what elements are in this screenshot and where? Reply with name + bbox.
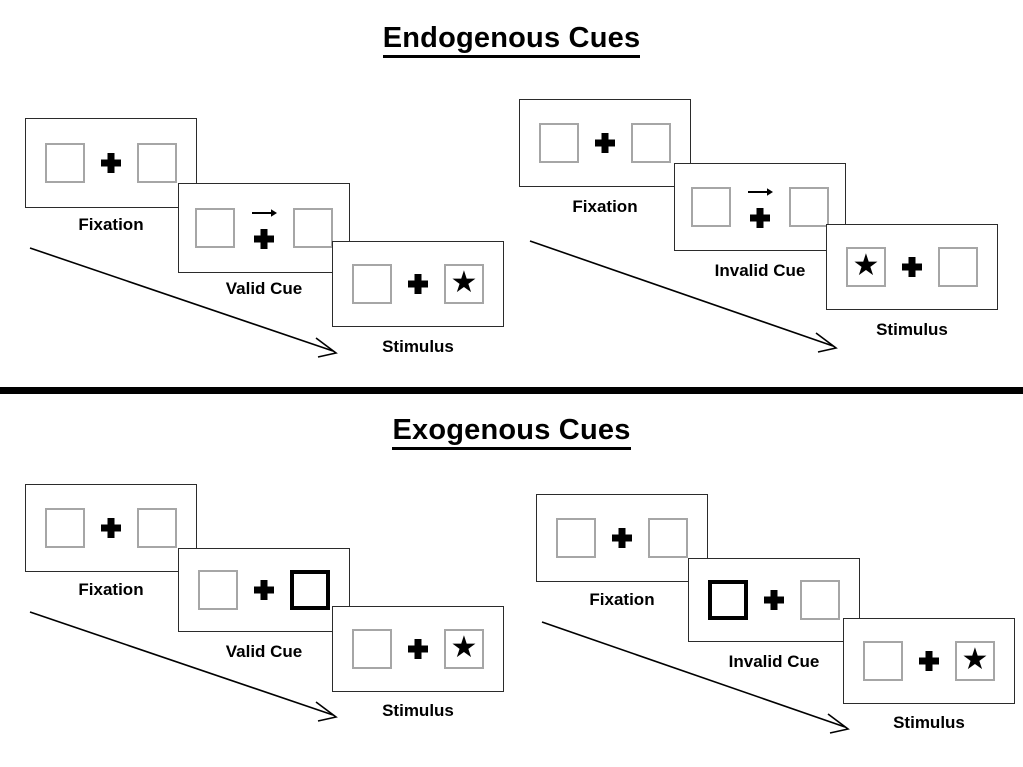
section-title-exogenous-text: Exogenous Cues (392, 414, 631, 450)
arrow-right-icon (748, 188, 773, 196)
caption-endogenous-valid-fixation: Fixation (78, 215, 144, 234)
caption-endogenous-invalid-cue: Invalid Cue (714, 261, 806, 280)
frame-endogenous-valid-fixation (25, 118, 197, 208)
left-box (45, 508, 85, 548)
caption-exogenous-invalid-fixation: Fixation (589, 590, 655, 609)
right-box (293, 208, 333, 248)
caption-exogenous-valid-fixation: Fixation (78, 580, 144, 599)
frame-exogenous-invalid-cue (688, 558, 860, 642)
right-box-cued (290, 570, 330, 610)
frame-endogenous-invalid-stimulus: ★ (826, 224, 998, 310)
left-box (556, 518, 596, 558)
frame-endogenous-valid-cue (178, 183, 350, 273)
caption-exogenous-invalid-stimulus: Stimulus (893, 713, 965, 732)
frame-endogenous-valid-stimulus: ★ (332, 241, 504, 327)
right-box-target: ★ (955, 641, 995, 681)
arrow-right-icon (252, 209, 277, 217)
frame-exogenous-invalid-fixation (536, 494, 708, 582)
star-icon: ★ (961, 643, 989, 676)
fixation-plus-icon (919, 651, 939, 671)
caption-endogenous-invalid-stimulus: Stimulus (876, 320, 948, 339)
frame-exogenous-valid-fixation (25, 484, 197, 572)
left-box (198, 570, 238, 610)
left-box-cued (708, 580, 748, 620)
right-box (137, 508, 177, 548)
left-box-target: ★ (846, 247, 886, 287)
left-box (539, 123, 579, 163)
left-box (691, 187, 731, 227)
cue-stack (747, 186, 773, 228)
frame-exogenous-valid-stimulus: ★ (332, 606, 504, 692)
star-icon: ★ (852, 249, 880, 282)
right-box (800, 580, 840, 620)
fixation-plus-icon (902, 257, 922, 277)
caption-endogenous-valid-cue: Valid Cue (225, 279, 303, 298)
fixation-plus-icon (101, 518, 121, 538)
star-icon: ★ (450, 631, 478, 664)
time-flow-arrow (529, 240, 838, 353)
frame-endogenous-invalid-cue (674, 163, 846, 251)
caption-exogenous-invalid-cue: Invalid Cue (728, 652, 820, 671)
fixation-plus-icon (595, 133, 615, 153)
right-box (789, 187, 829, 227)
right-box (938, 247, 978, 287)
star-icon: ★ (450, 266, 478, 299)
caption-endogenous-invalid-fixation: Fixation (572, 197, 638, 216)
fixation-plus-icon (408, 274, 428, 294)
frame-exogenous-invalid-stimulus: ★ (843, 618, 1015, 704)
right-box (631, 123, 671, 163)
section-divider (0, 387, 1023, 394)
right-box (137, 143, 177, 183)
frame-exogenous-valid-cue (178, 548, 350, 632)
section-title-endogenous-text: Endogenous Cues (382, 22, 641, 58)
section-title-exogenous: Exogenous Cues (0, 414, 1023, 450)
right-box-target: ★ (444, 629, 484, 669)
fixation-plus-icon (764, 590, 784, 610)
fixation-plus-icon (101, 153, 121, 173)
left-box (352, 629, 392, 669)
caption-exogenous-valid-cue: Valid Cue (225, 642, 303, 661)
cue-stack (251, 207, 277, 249)
left-box (45, 143, 85, 183)
right-box-target: ★ (444, 264, 484, 304)
left-box (352, 264, 392, 304)
left-box (195, 208, 235, 248)
fixation-plus-icon (750, 208, 770, 228)
frame-endogenous-invalid-fixation (519, 99, 691, 187)
fixation-plus-icon (254, 229, 274, 249)
caption-exogenous-valid-stimulus: Stimulus (382, 701, 454, 720)
caption-endogenous-valid-stimulus: Stimulus (382, 337, 454, 356)
fixation-plus-icon (254, 580, 274, 600)
fixation-plus-icon (612, 528, 632, 548)
left-box (863, 641, 903, 681)
right-box (648, 518, 688, 558)
section-title-endogenous: Endogenous Cues (0, 22, 1023, 58)
fixation-plus-icon (408, 639, 428, 659)
